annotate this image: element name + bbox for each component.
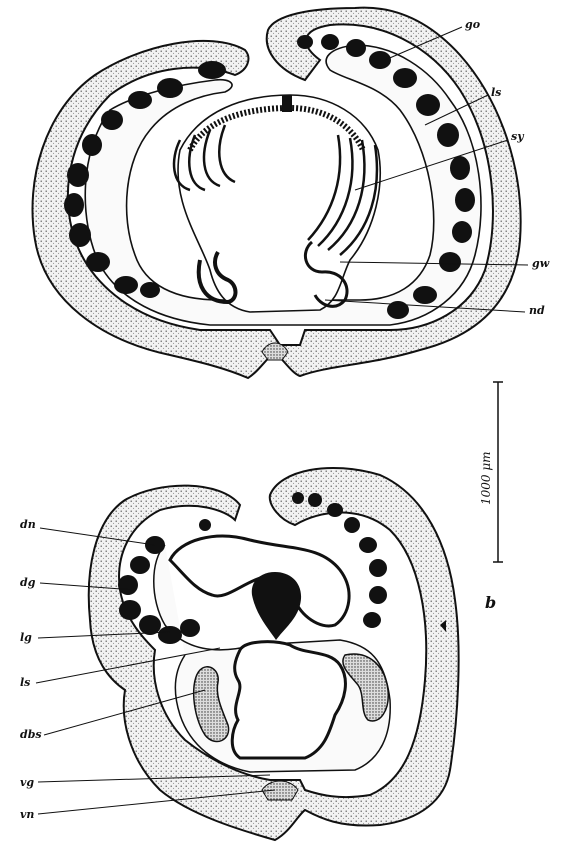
label-sy: sy: [511, 130, 525, 143]
panel-a-dorsal-nerve: [282, 95, 292, 112]
panel-b-notochord: [252, 572, 301, 640]
label-go: go: [465, 18, 480, 31]
panel-b-section: [89, 468, 459, 840]
label-ls-b: ls: [20, 676, 30, 689]
label-dn: dn: [20, 518, 36, 531]
panel-b-letter: b: [485, 593, 496, 612]
scale-bar-label: 1000 μm: [479, 451, 493, 505]
panel-a-section: [33, 8, 521, 378]
label-dg: dg: [20, 576, 36, 589]
label-dbs: dbs: [20, 728, 42, 741]
label-vg: vg: [20, 776, 34, 789]
label-vn: vn: [20, 808, 34, 821]
label-gw: gw: [532, 257, 550, 270]
label-ls-a: ls: [491, 86, 501, 99]
scale-bar: 1000 μm: [479, 382, 503, 562]
label-nd: nd: [529, 304, 545, 317]
label-lg: lg: [20, 631, 32, 644]
